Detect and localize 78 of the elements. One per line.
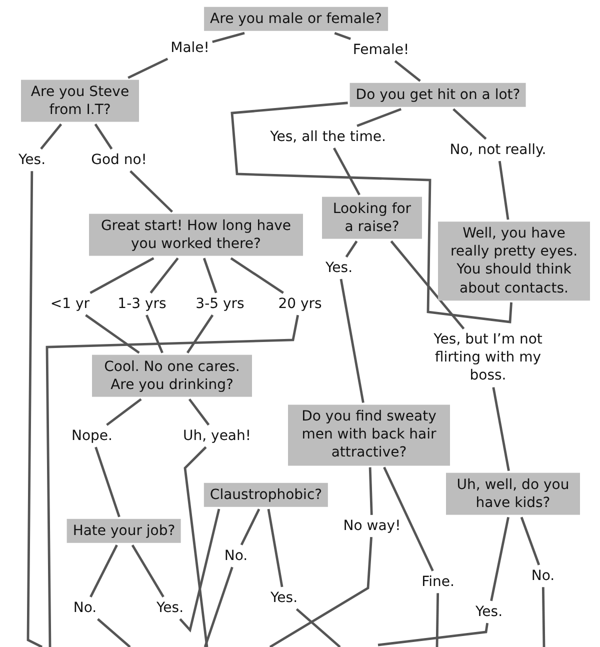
- connector-line: [179, 508, 220, 632]
- connector-line: [542, 587, 546, 647]
- connector-line: [334, 32, 351, 40]
- connector-line: [436, 593, 440, 647]
- connector-line: [267, 508, 284, 588]
- connector-line: [394, 60, 421, 82]
- connector-line: [296, 608, 341, 647]
- connector-line: [40, 123, 62, 150]
- connector-line: [131, 544, 164, 598]
- answer-text: No.: [223, 546, 249, 566]
- question-box: Claustrophobic?: [204, 482, 328, 508]
- connector-line: [94, 124, 113, 150]
- connector-line: [492, 387, 510, 472]
- connector-line: [390, 240, 465, 330]
- question-box: Uh, well, do you have kids?: [446, 472, 580, 516]
- connector-line: [345, 240, 358, 258]
- connector-line: [97, 618, 131, 647]
- answer-text: No.: [72, 598, 98, 618]
- connector-line: [356, 108, 402, 128]
- question-box: Do you find sweaty men with back hair attractive?: [288, 404, 450, 466]
- answer-text: <1 yr: [49, 294, 91, 314]
- connector-line: [378, 622, 489, 646]
- answer-text: 20 yrs: [277, 294, 323, 314]
- question-box: Are you Steve from I.T?: [21, 80, 139, 122]
- question-box: Looking for a raise?: [322, 196, 422, 240]
- answer-text: 1-3 yrs: [116, 294, 168, 314]
- answer-text: No way!: [342, 516, 402, 536]
- answer-text: Yes.: [324, 258, 354, 278]
- connector-line: [106, 398, 142, 426]
- question-box: Do you get hit on a lot?: [350, 82, 526, 108]
- answer-text: Yes, but I’m not flirting with my boss.: [424, 330, 552, 386]
- connector-line: [146, 314, 164, 354]
- connector-line: [184, 446, 208, 647]
- connector-line: [383, 466, 434, 572]
- connector-line: [204, 566, 234, 647]
- connector-line: [85, 314, 140, 354]
- connector-line: [130, 170, 174, 213]
- connector-line: [340, 278, 364, 403]
- connector-line: [240, 508, 260, 546]
- connector-line: [26, 171, 43, 647]
- connector-line: [452, 108, 487, 140]
- connector-line: [332, 148, 360, 196]
- question-box: Cool. No one cares. Are you drinking?: [92, 354, 252, 398]
- answer-text: Female!: [352, 40, 410, 60]
- question-box: Great start! How long have you worked there?: [89, 214, 303, 256]
- answer-text: Yes, all the time.: [269, 128, 387, 146]
- answer-text: Nope.: [70, 426, 114, 446]
- answer-text: Yes.: [269, 588, 299, 608]
- answer-text: Yes.: [155, 598, 185, 618]
- answer-text: Yes.: [17, 150, 47, 170]
- answer-text: No.: [530, 566, 556, 586]
- answer-text: God no!: [90, 150, 148, 170]
- connector-line: [128, 58, 168, 79]
- question-box: Are you male or female?: [204, 6, 388, 32]
- connector-line: [90, 257, 154, 294]
- answer-text: No, not really.: [448, 140, 548, 160]
- connector-line: [150, 257, 179, 294]
- answer-text: Uh, yeah!: [182, 426, 252, 446]
- connector-line: [90, 544, 118, 598]
- connector-line: [94, 446, 120, 518]
- connector-line: [498, 160, 510, 220]
- connector-line: [186, 314, 214, 354]
- connector-line: [188, 398, 210, 426]
- connector-line: [520, 516, 540, 566]
- question-box: Hate your job?: [66, 518, 182, 544]
- question-box: Well, you have really pretty eyes. You should think about contacts.: [438, 222, 590, 300]
- answer-text: Fine.: [420, 572, 456, 592]
- connector-line: [230, 102, 512, 324]
- connector-line: [230, 257, 284, 294]
- answer-text: Yes.: [474, 602, 504, 622]
- connector-line: [212, 32, 245, 44]
- answer-text: 3-5 yrs: [194, 294, 246, 314]
- connector-line: [46, 314, 300, 647]
- connector-line: [269, 537, 372, 647]
- connector-line: [368, 467, 373, 515]
- answer-text: Male!: [170, 38, 210, 58]
- connector-line: [490, 516, 510, 602]
- connector-line: [202, 258, 218, 294]
